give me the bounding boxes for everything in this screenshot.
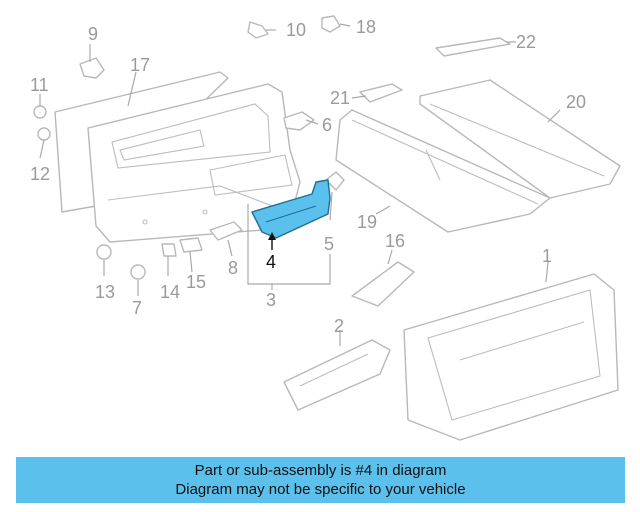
callout-14: 14 [160,282,180,302]
part-13-cap [96,244,112,260]
callout-12: 12 [30,164,50,184]
part-17-quarter-trim-panel [54,71,301,243]
callout-5: 5 [324,234,334,254]
part-18-clip [321,15,341,33]
callout-9: 9 [88,24,98,44]
part-5-clip [325,171,345,191]
callout-15: 15 [186,272,206,292]
banner-line-disclaimer: Diagram may not be specific to your vehi… [175,481,466,498]
banner-line-part: Part or sub-assembly is #4 in diagram [194,462,447,479]
callout-16: 16 [385,231,405,251]
callout-10: 10 [286,20,306,40]
part-7-cap [130,264,146,280]
callout-11: 11 [30,75,49,95]
callout-18: 18 [356,17,376,37]
part-16-trim-piece [351,261,415,307]
callout-22: 22 [516,32,536,52]
callout-3: 3 [266,290,276,310]
callout-1: 1 [542,246,552,266]
part-4-highlighted[interactable] [251,179,331,239]
part-10-screw [247,21,269,39]
part-12-fastener [37,127,51,141]
leader-lines [39,23,561,346]
part-14-clip [161,243,177,257]
callout-20: 20 [566,92,586,112]
callout-7: 7 [132,298,142,318]
callout-17: 17 [130,55,150,75]
callout-4: 4 [266,252,276,272]
part-22-strip [435,37,511,57]
callout-6: 6 [322,115,332,135]
part-6-bracket [283,111,315,131]
part-19-cargo-floor-panel [335,109,551,233]
part-20-cargo-floor-cover [419,79,621,199]
callout-21: 21 [330,88,350,108]
part-11-fastener [33,105,47,119]
callout-8: 8 [228,258,238,278]
callout-2: 2 [334,316,344,336]
callout-19: 19 [357,212,377,232]
parts-diagram: 9 10 18 22 11 17 21 20 6 12 19 16 5 4 8 … [30,15,621,441]
part-21-hinge [359,83,403,103]
info-banner: Part or sub-assembly is #4 in diagram Di… [16,457,625,503]
part-8-cover [209,221,243,241]
part-2-bracket [283,339,391,411]
callout-13: 13 [95,282,115,302]
part-1-side-trim-panel [403,273,619,441]
part-15-clip [179,237,203,253]
part-9-clip [79,57,105,79]
